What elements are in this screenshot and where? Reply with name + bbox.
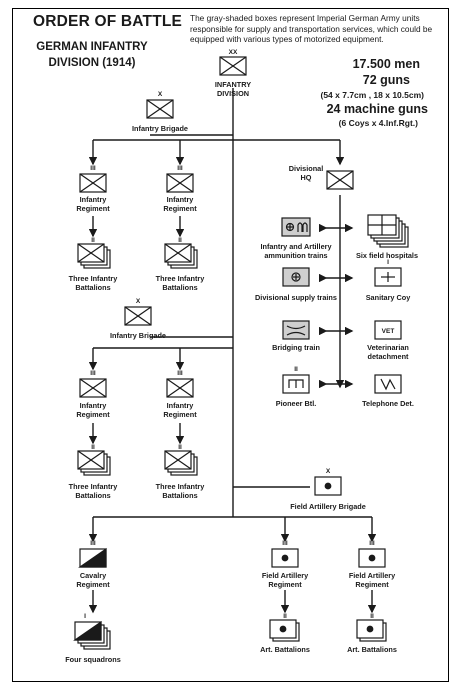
- connector-lines: [88, 88, 377, 614]
- field-hospitals-label: Six field hospitals: [355, 251, 419, 260]
- brigade1-size-mark: X: [158, 91, 163, 98]
- supply-trains-label: Divisional supply trains: [255, 293, 337, 302]
- squadrons-label: Four squadrons: [65, 655, 121, 664]
- page-subtitle-line1: GERMAN INFANTRY: [36, 41, 148, 53]
- brigade2-symbol: [124, 306, 152, 326]
- ammo-trains-symbol: [281, 217, 311, 237]
- battalions-a-symbol: [77, 243, 105, 263]
- regiment-d-size-mark: III: [177, 370, 183, 377]
- battalions-c-symbol: [77, 450, 105, 470]
- art-battalions-b-label: Art. Battalions: [347, 645, 397, 654]
- telephone-symbol: [374, 374, 402, 394]
- brigade2-label: Infantry Brigade: [110, 331, 166, 340]
- battalions-d-symbol: [164, 450, 192, 470]
- sanitary-symbol: [374, 267, 402, 287]
- cavalry-symbol: [78, 547, 107, 568]
- art-battalions-a-label: Art. Battalions: [260, 645, 310, 654]
- field-hospitals-symbol: [367, 214, 397, 236]
- squadrons-symbol: [73, 620, 102, 641]
- legend-note: The gray-shaded boxes represent Imperial…: [190, 13, 433, 44]
- battalions-b-symbol: [164, 243, 192, 263]
- fa-regiment-a-symbol: [271, 548, 299, 568]
- regiment-d-symbol: [166, 378, 194, 398]
- fa-brigade-label: Field Artillery Brigade: [290, 502, 366, 511]
- supply-trains-symbol: [282, 267, 310, 287]
- battalions-b-size-mark: II: [178, 237, 182, 244]
- page-title: ORDER OF BATTLE: [33, 13, 183, 30]
- fa-regiment-b-symbol: [358, 548, 386, 568]
- art-battalions-b-size-mark: II: [370, 613, 374, 620]
- bridging-symbol: [282, 320, 310, 340]
- regiment-c-symbol: [79, 378, 107, 398]
- veterinarian-symbol-text: VET: [382, 328, 395, 335]
- page-frame: [12, 8, 449, 682]
- battalions-c-size-mark: II: [91, 444, 95, 451]
- pioneer-label: Pioneer Btl.: [275, 399, 317, 408]
- fa-brigade-size-mark: X: [326, 468, 331, 475]
- strength-men: 17.500 men: [352, 57, 420, 71]
- strength-mg-detail: (6 Coys x 4.Inf.Rgt.): [338, 118, 418, 128]
- bridging-label: Bridging train: [272, 343, 320, 352]
- veterinarian-symbol: VET: [374, 320, 402, 340]
- brigade1-label: Infantry Brigade: [132, 124, 188, 133]
- pioneer-size-mark: II: [294, 366, 298, 373]
- regiment-a-size-mark: III: [90, 165, 96, 172]
- regiment-a-symbol: [79, 173, 107, 193]
- page-subtitle-line2: DIVISION (1914): [48, 57, 136, 69]
- strength-guns-detail: (54 x 7.7cm , 18 x 10.5cm): [320, 90, 425, 100]
- brigade1-symbol: [146, 99, 174, 119]
- art-battalions-b-symbol: [356, 619, 384, 639]
- strength-machine-guns: 24 machine guns: [326, 102, 428, 116]
- strength-guns: 72 guns: [362, 73, 410, 87]
- division-symbol: [219, 56, 247, 76]
- squadrons-size-mark: I: [84, 613, 86, 620]
- divisional-hq-symbol: [326, 170, 354, 190]
- sanitary-size-mark: I: [387, 259, 389, 266]
- art-battalions-a-symbol: [269, 619, 297, 639]
- regiment-b-size-mark: III: [177, 165, 183, 172]
- battalions-d-size-mark: II: [178, 444, 182, 451]
- fa-regiment-b-size-mark: III: [369, 540, 375, 547]
- fa-regiment-a-size-mark: III: [282, 540, 288, 547]
- art-battalions-a-size-mark: II: [283, 613, 287, 620]
- fa-brigade-symbol: [314, 476, 342, 496]
- regiment-b-symbol: [166, 173, 194, 193]
- division-size-mark: XX: [229, 49, 238, 56]
- brigade2-size-mark: X: [136, 298, 141, 305]
- pioneer-symbol: [282, 374, 310, 394]
- battalions-a-size-mark: II: [91, 237, 95, 244]
- cavalry-size-mark: III: [90, 540, 96, 547]
- telephone-label: Telephone Det.: [362, 399, 414, 408]
- regiment-c-size-mark: III: [90, 370, 96, 377]
- sanitary-label: Sanitary Coy: [365, 293, 411, 302]
